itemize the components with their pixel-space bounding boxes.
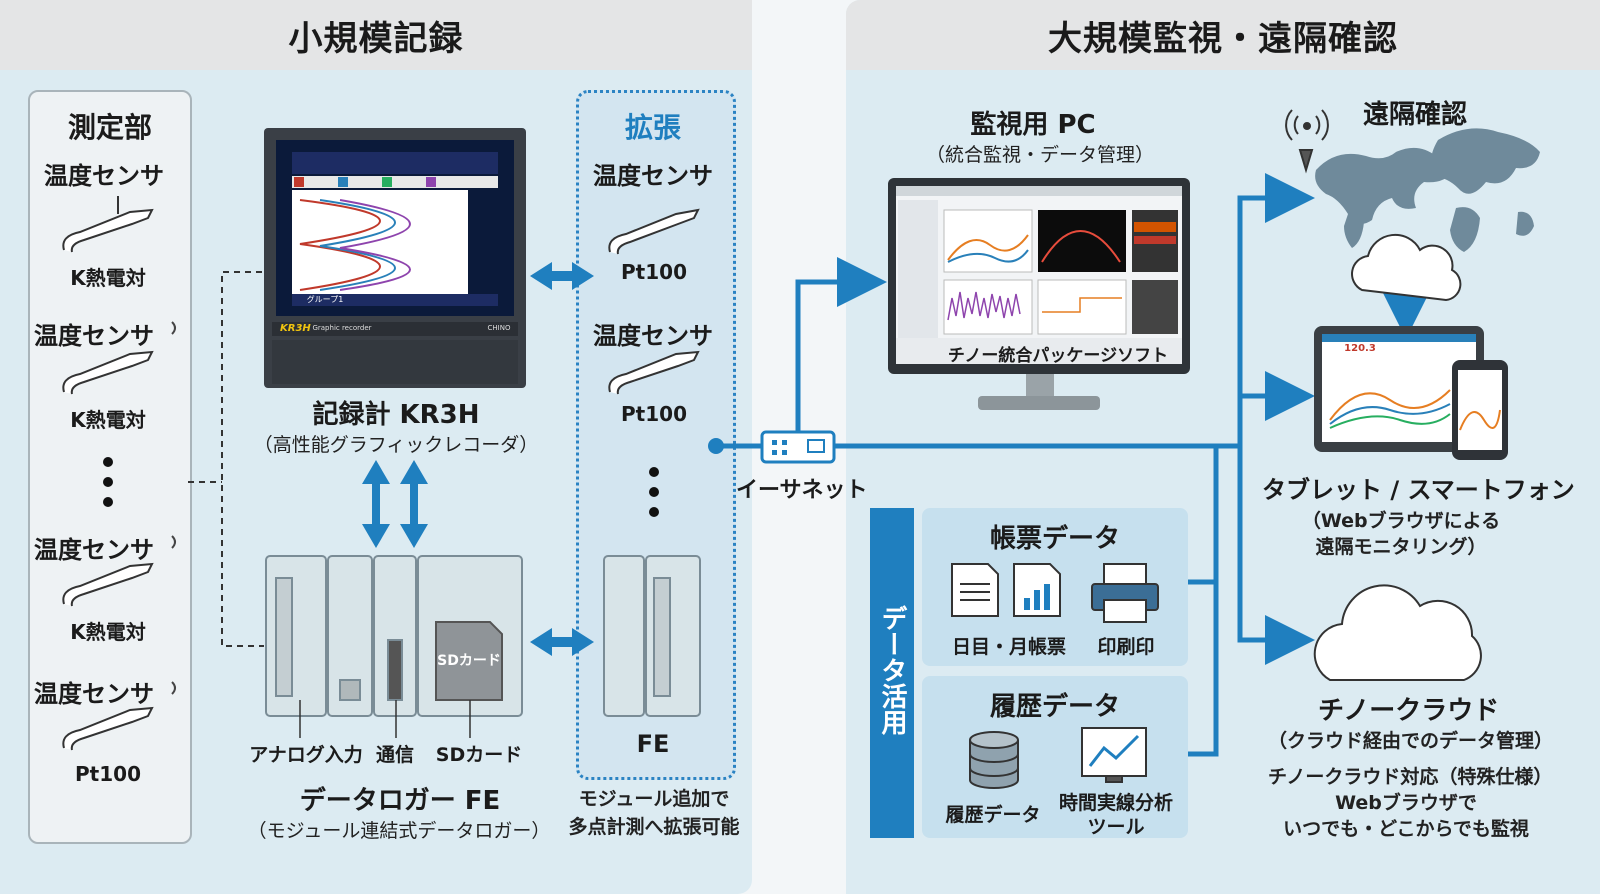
pc-software-label: チノー統合パッケージソフト — [947, 346, 1169, 366]
sensor-probe-icon — [62, 706, 154, 751]
cloud-note-3: いつでも・どこからでも監視 — [1283, 818, 1529, 840]
expansion-arrows — [530, 262, 594, 656]
measurement-title: 測定部 — [67, 111, 152, 144]
recorder-name: 記録計 KR3H — [312, 400, 480, 430]
history-item-2b: ツール — [1087, 816, 1145, 838]
expansion-sensor-1-type: Pt100 — [621, 260, 687, 284]
sensor-probe-icon — [62, 350, 154, 395]
database-icon — [969, 731, 1019, 789]
data-logger-fe — [265, 555, 523, 717]
sensor-4-type: Pt100 — [75, 762, 141, 786]
logger-name: データロガー FE — [299, 786, 501, 816]
sensor-4-name: 温度センサ — [34, 680, 154, 708]
more-sensors-dots — [103, 457, 113, 507]
history-item-1: 履歴データ — [945, 804, 1041, 826]
recorder-kr3h — [264, 128, 526, 388]
expansion-module-label: FE — [636, 730, 670, 758]
recorder-maker: CHINO — [487, 324, 511, 332]
cloud-desc: （クラウド経由でのデータ管理） — [1268, 730, 1554, 752]
report-item-2: 印刷印 — [1097, 636, 1155, 658]
expansion-sensor-2-type: Pt100 — [621, 402, 687, 426]
antenna-icon — [1285, 109, 1329, 174]
sensor-probe-icon — [62, 196, 154, 253]
left-panel-title: 小規模記録 — [0, 0, 752, 70]
analysis-tool-icon — [1081, 727, 1147, 783]
ethernet-label: イーサネット — [736, 478, 868, 503]
sd-card-label: SDカード — [437, 653, 501, 669]
tablet-value: 120.3 — [1344, 343, 1376, 354]
ethernet-hub-icon — [760, 430, 836, 464]
document-icon — [951, 563, 999, 617]
world-map-icon — [1315, 128, 1540, 252]
cloud-note-2: Webブラウザで — [1335, 792, 1477, 814]
expansion-note-1: モジュール追加で — [578, 788, 730, 810]
expansion-module-fe — [603, 555, 701, 717]
recorder-screen-group: グループ1 — [306, 295, 344, 304]
sensor-dashed-connector — [188, 271, 264, 647]
expansion-title: 拡張 — [624, 111, 681, 144]
tablet-icon — [1314, 326, 1484, 452]
recorder-desc: （高性能グラフィックレコーダ） — [253, 434, 539, 456]
history-data-title: 履歴データ — [989, 692, 1120, 722]
sensor-2-name: 温度センサ — [34, 322, 154, 350]
recorder-brand-sub: Graphic recorder — [312, 324, 372, 332]
remote-title: 遠隔確認 — [1362, 100, 1467, 130]
recorder-brand: KR3H — [280, 323, 311, 334]
sensor-probe-icon — [608, 350, 700, 395]
monitor-pc-icon — [888, 178, 1190, 410]
smartphone-icon — [1452, 360, 1508, 460]
sensor-3-name: 温度センサ — [34, 536, 154, 564]
data-use-bar — [870, 508, 914, 838]
pc-name: 監視用 PC — [970, 110, 1096, 140]
logger-part-comm: 通信 — [375, 744, 414, 766]
more-sensors-dots — [649, 467, 659, 517]
report-data-title: 帳票データ — [989, 524, 1120, 554]
cloud-note-1: チノークラウド対応（特殊仕様） — [1268, 766, 1553, 788]
sensor-probe-icon — [62, 562, 154, 607]
ethernet-lines — [716, 173, 1431, 757]
sensor-1-type: K熱電対 — [70, 266, 146, 290]
expansion-sensor-2-name: 温度センサ — [593, 322, 713, 350]
tablet-name: タブレット / スマートフォン — [1262, 476, 1575, 504]
report-item-1: 日目・月帳票 — [951, 636, 1066, 658]
data-use-title: データ活用 — [877, 605, 907, 735]
tablet-desc-2: 遠隔モニタリング） — [1315, 536, 1487, 558]
logger-desc: （モジュール連結式データロガー） — [247, 820, 551, 842]
sensor-1-name: 温度センサ — [44, 162, 164, 190]
printer-icon — [1091, 563, 1159, 623]
expansion-note-2: 多点計測へ拡張可能 — [568, 816, 740, 838]
chino-cloud-icon — [1313, 584, 1482, 681]
report-chart-icon — [1013, 563, 1061, 617]
cloud-icon — [1351, 233, 1462, 302]
sensor-3-type: K熱電対 — [70, 620, 146, 644]
sensor-probe-icon — [608, 208, 700, 255]
logger-part-analog: アナログ入力 — [249, 744, 363, 766]
expansion-sensor-1-name: 温度センサ — [593, 162, 713, 190]
pc-desc: （統合監視・データ管理） — [926, 144, 1155, 166]
cloud-name: チノークラウド — [1318, 696, 1500, 726]
right-panel-title: 大規模監視・遠隔確認 — [846, 0, 1600, 70]
recorder-logger-arrows — [362, 460, 428, 548]
sensor-2-type: K熱電対 — [70, 408, 146, 432]
tablet-desc-1: （Webブラウザによる — [1301, 510, 1501, 532]
history-item-2a: 時間実線分析 — [1058, 792, 1173, 814]
logger-part-sd: SDカード — [435, 744, 523, 766]
